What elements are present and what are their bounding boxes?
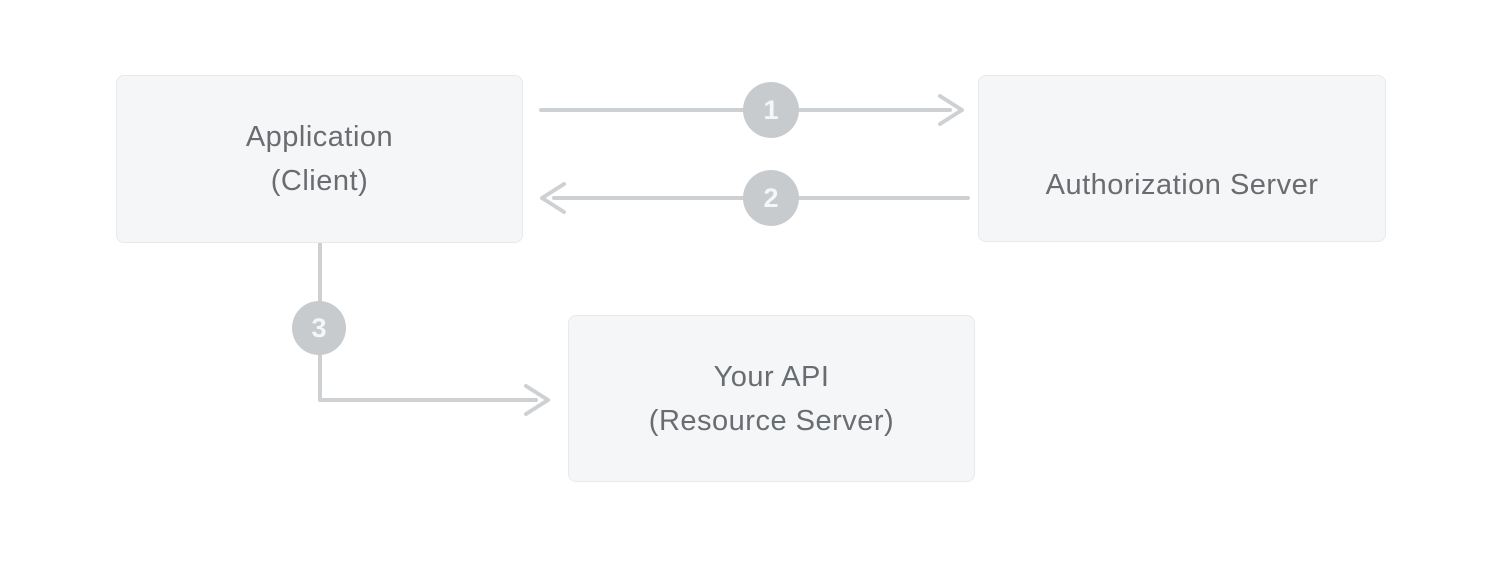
node-your-api-label: Your API (Resource Server) xyxy=(649,355,894,443)
arrow-2-head-left-icon xyxy=(540,182,566,214)
node-application: Application (Client) xyxy=(116,75,523,243)
step-badge-1: 1 xyxy=(743,82,799,138)
node-your-api: Your API (Resource Server) xyxy=(568,315,975,482)
node-authorization-server-label: Authorization Server xyxy=(1046,163,1319,207)
arrow-step-3 xyxy=(318,242,550,416)
step-badge-2: 2 xyxy=(743,170,799,226)
node-application-label: Application (Client) xyxy=(246,115,393,203)
arrow-3-shaft xyxy=(318,242,538,402)
node-your-api-label-line1: Your API xyxy=(713,360,830,393)
node-authorization-server: Authorization Server xyxy=(978,75,1386,242)
node-application-label-line1: Application xyxy=(245,121,394,153)
node-your-api-label-line2: (Resource Server) xyxy=(648,404,895,437)
arrow-3-head-right-icon xyxy=(524,384,550,416)
node-application-label-line2: (Client) xyxy=(270,165,369,197)
node-authorization-server-label-text: Authorization Server xyxy=(1045,168,1319,201)
arrow-1-head-right-icon xyxy=(938,94,964,126)
step-badge-3: 3 xyxy=(292,301,346,355)
